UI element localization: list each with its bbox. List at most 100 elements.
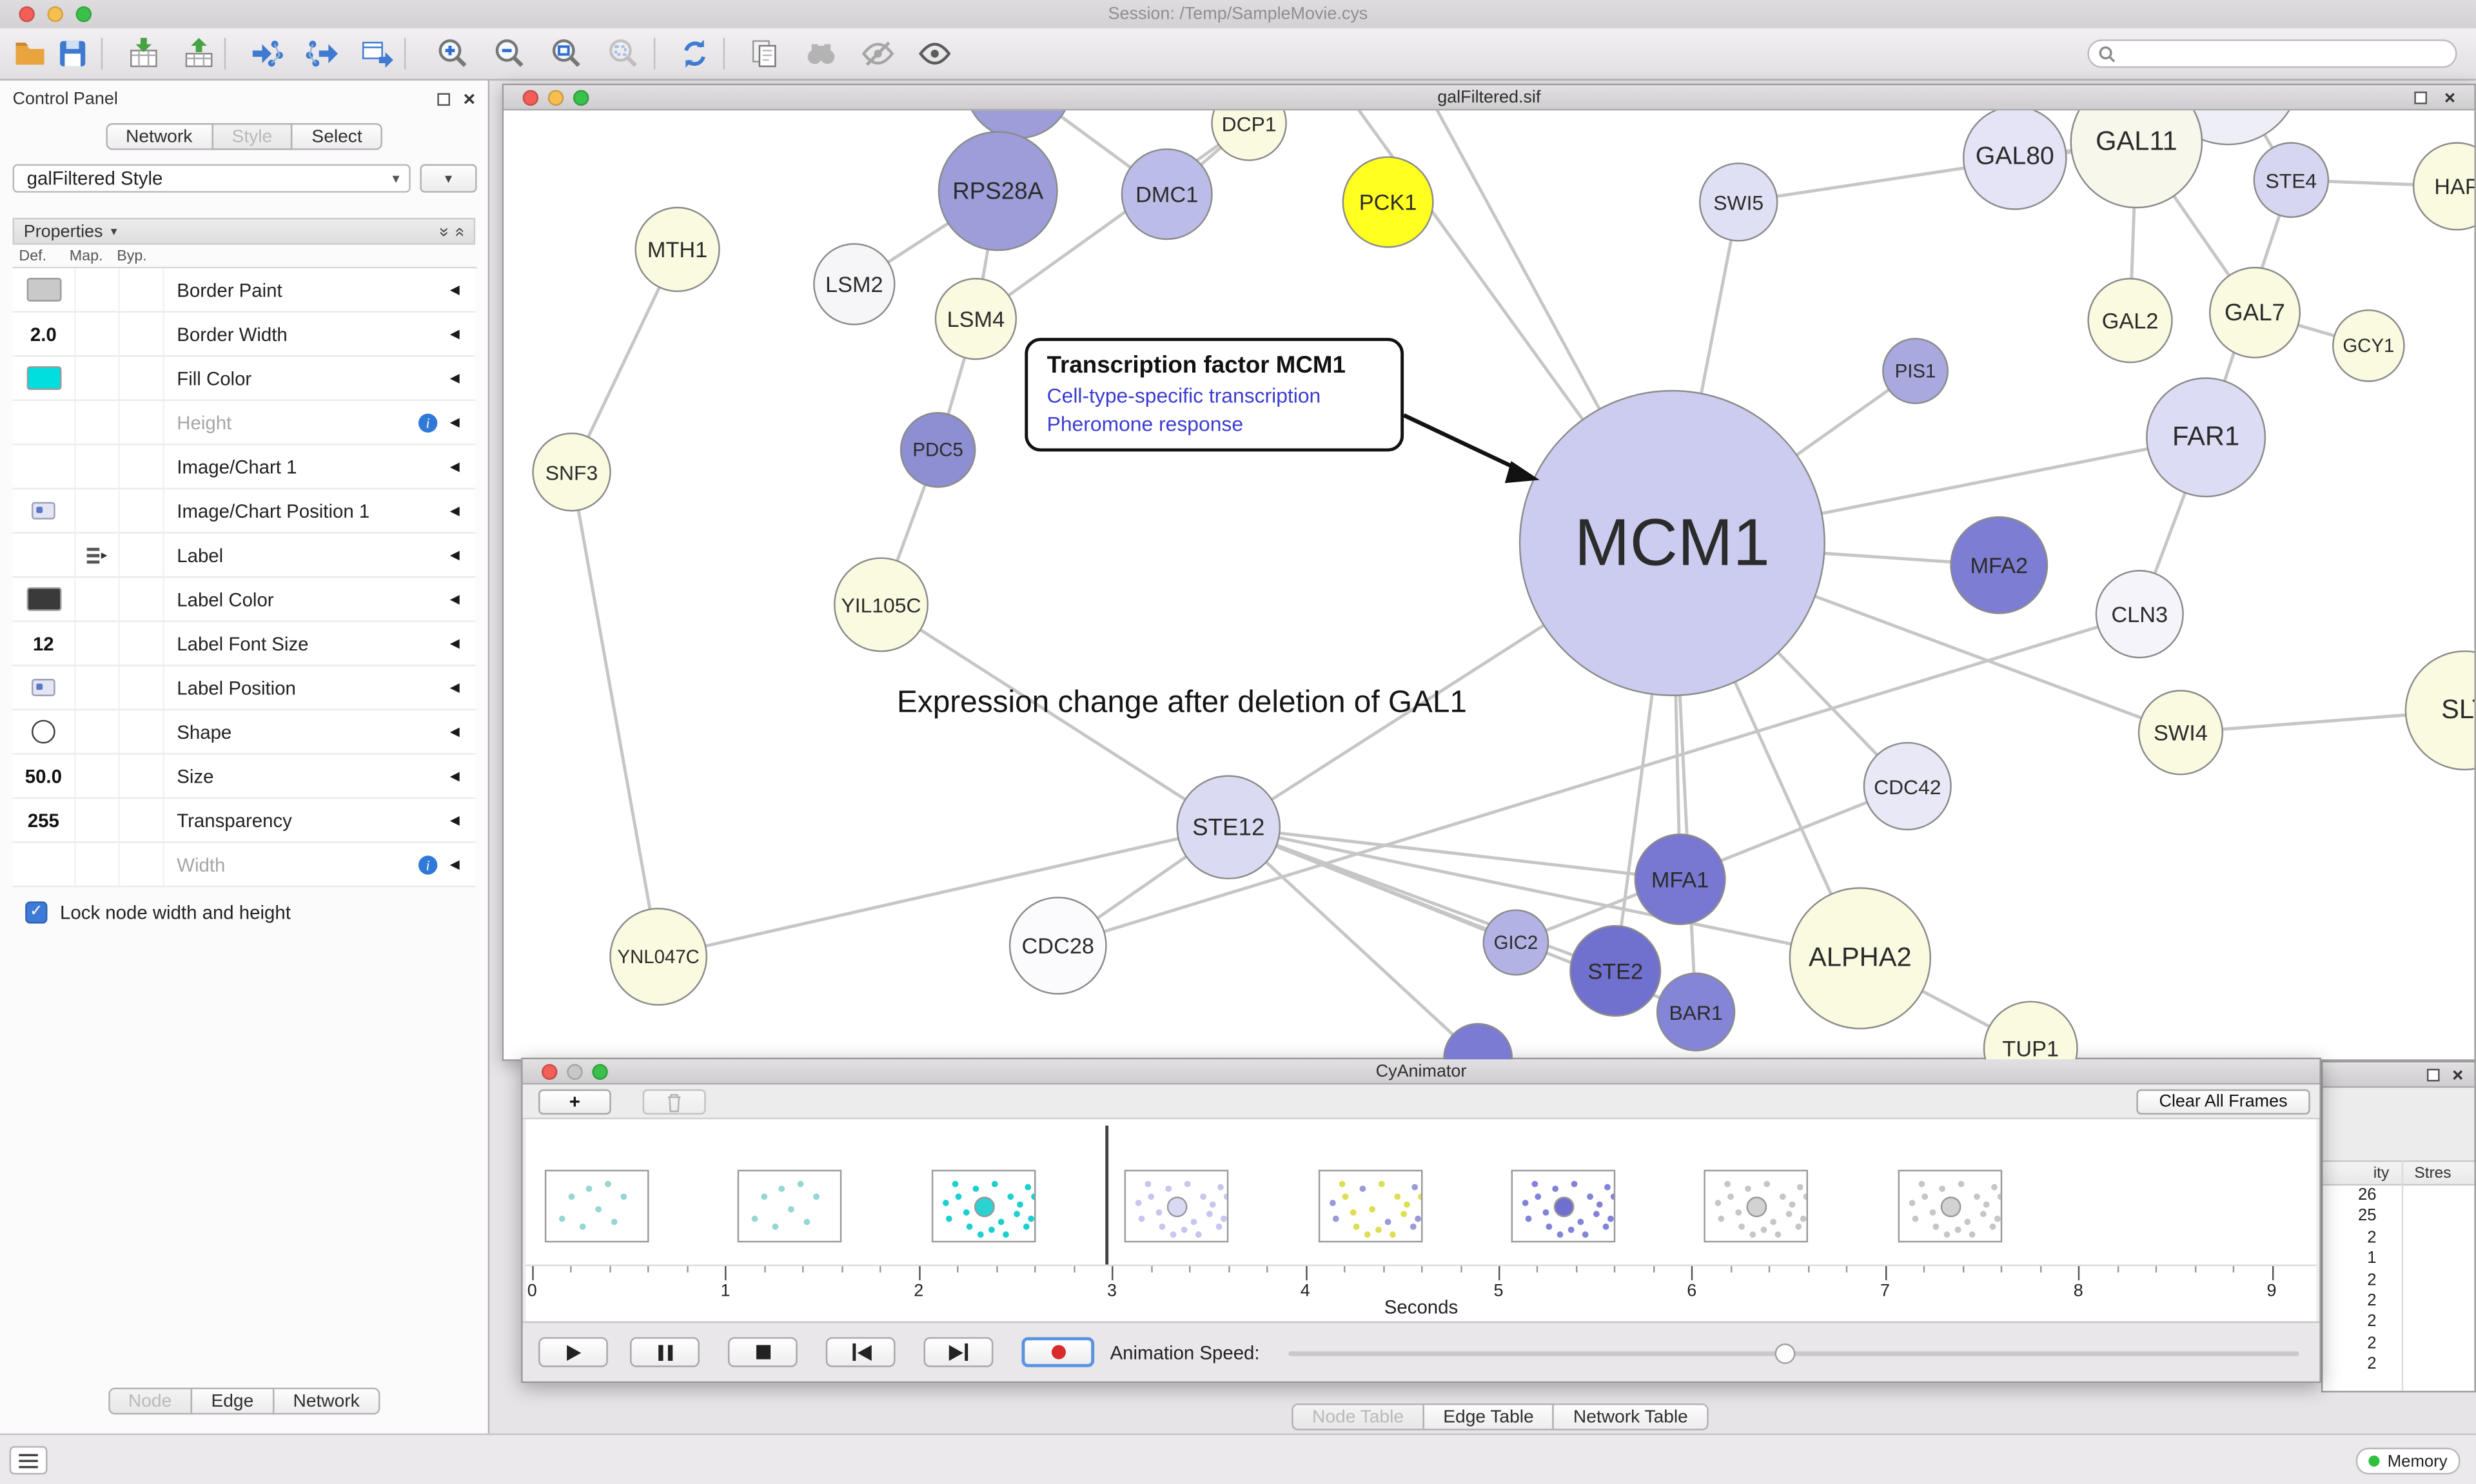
network-canvas[interactable]: Expression change after deletion of GAL1… xyxy=(504,110,2475,1060)
refresh-view-icon[interactable] xyxy=(678,36,712,71)
table-column-header[interactable]: ity xyxy=(2373,1165,2390,1183)
close-traffic-light[interactable] xyxy=(541,1064,558,1080)
property-row-label[interactable]: ▸Label◀ xyxy=(12,533,476,578)
search-input[interactable] xyxy=(2116,44,2456,63)
canvas-caption-text[interactable]: Expression change after deletion of GAL1 xyxy=(896,685,1467,720)
expand-arrow-icon[interactable]: ◀ xyxy=(449,680,460,695)
frame-thumbnail[interactable] xyxy=(1125,1169,1229,1243)
import-network-icon[interactable] xyxy=(250,36,284,71)
zoom-fit-icon[interactable] xyxy=(549,36,584,71)
panel-tab-network[interactable]: Network xyxy=(272,1387,380,1415)
open-session-icon[interactable] xyxy=(13,36,48,71)
network-node-snf3[interactable]: SNF3 xyxy=(532,432,611,512)
network-node-dmc1[interactable]: DMC1 xyxy=(1121,148,1213,240)
network-node-bar1[interactable]: BAR1 xyxy=(1656,972,1736,1051)
network-node-ynl047c[interactable]: YNL047C xyxy=(609,908,708,1006)
network-node-lsm4[interactable]: LSM4 xyxy=(934,278,1017,360)
expand-arrow-icon[interactable]: ◀ xyxy=(449,857,460,872)
property-row-image-chart-position-1[interactable]: Image/Chart Position 1◀ xyxy=(12,489,476,534)
network-node-ste12[interactable]: STE12 xyxy=(1176,775,1281,880)
close-traffic-light[interactable] xyxy=(19,6,35,23)
expand-arrow-icon[interactable]: ◀ xyxy=(449,326,460,341)
cyanimator-titlebar[interactable]: CyAnimator xyxy=(522,1059,2320,1085)
annotation-link[interactable]: Cell-type-specific transcription xyxy=(1046,384,1321,407)
delete-frame-button[interactable] xyxy=(642,1089,706,1115)
network-node-rps28a[interactable]: RPS28A xyxy=(938,131,1058,251)
property-row-shape[interactable]: Shape◀ xyxy=(12,710,476,755)
slider-thumb[interactable] xyxy=(1774,1342,1795,1363)
network-node-lsm2[interactable]: LSM2 xyxy=(813,243,896,326)
property-row-label-color[interactable]: Label Color◀ xyxy=(12,578,476,622)
float-window-icon[interactable] xyxy=(2414,92,2427,104)
clear-all-frames-button[interactable]: Clear All Frames xyxy=(2136,1089,2310,1115)
network-node-gal2[interactable]: GAL2 xyxy=(2087,278,2173,364)
expand-arrow-icon[interactable]: ◀ xyxy=(449,282,460,297)
zoom-traffic-light[interactable] xyxy=(592,1064,608,1080)
save-session-icon[interactable] xyxy=(55,36,90,71)
annotation-box[interactable]: Transcription factor MCM1 Cell-type-spec… xyxy=(1025,338,1404,452)
import-table-icon[interactable] xyxy=(126,36,161,71)
frame-thumbnail[interactable] xyxy=(1511,1169,1616,1243)
network-node-gic2[interactable]: GIC2 xyxy=(1482,909,1549,976)
network-node-pdc5[interactable]: PDC5 xyxy=(899,412,976,488)
network-edge-cdc28-cln3[interactable] xyxy=(1057,612,2140,948)
network-node-gcy1[interactable]: GCY1 xyxy=(2332,309,2405,382)
network-node-far1[interactable]: FAR1 xyxy=(2146,377,2266,498)
frame-thumbnail[interactable] xyxy=(544,1169,649,1243)
network-edge-ste12-alpha2[interactable] xyxy=(1228,825,1861,960)
network-node-swi4[interactable]: SWI4 xyxy=(2137,690,2224,776)
expand-arrow-icon[interactable]: ◀ xyxy=(449,636,460,650)
show-details-icon[interactable] xyxy=(918,36,952,71)
network-edge-yil105c-ste12[interactable] xyxy=(880,603,1230,829)
binoculars-icon[interactable] xyxy=(803,36,838,71)
expand-arrow-icon[interactable]: ◀ xyxy=(449,725,460,739)
timeline-playhead[interactable] xyxy=(1105,1126,1108,1265)
play-button[interactable] xyxy=(538,1337,608,1367)
network-node-cdc42[interactable]: CDC42 xyxy=(1863,741,1952,831)
frame-thumbnail[interactable] xyxy=(1898,1169,2002,1243)
minimize-traffic-light[interactable] xyxy=(567,1064,583,1080)
table-tab-network-table[interactable]: Network Table xyxy=(1553,1403,1709,1430)
memory-button[interactable]: Memory xyxy=(2355,1447,2461,1475)
color-swatch[interactable] xyxy=(26,278,61,302)
new-network-view-icon[interactable] xyxy=(360,36,395,71)
export-network-icon[interactable] xyxy=(305,36,340,71)
network-node-gal80[interactable]: GAL80 xyxy=(1962,110,2067,210)
tab-network[interactable]: Network xyxy=(105,123,213,150)
record-button[interactable] xyxy=(1021,1337,1095,1367)
network-node-pck1[interactable]: PCK1 xyxy=(1342,156,1434,248)
global-search[interactable] xyxy=(2087,39,2457,68)
zoom-in-icon[interactable] xyxy=(436,36,471,71)
tab-select[interactable]: Select xyxy=(291,123,383,150)
minimize-traffic-light[interactable] xyxy=(47,6,63,23)
network-node-ste4[interactable]: STE4 xyxy=(2253,142,2330,218)
network-node-cln3[interactable]: CLN3 xyxy=(2095,570,2184,659)
expand-arrow-icon[interactable]: ◀ xyxy=(449,592,460,607)
network-node-mcm1[interactable]: MCM1 xyxy=(1518,389,1825,696)
skip-to-start-button[interactable] xyxy=(825,1337,896,1367)
table-tab-node-table[interactable]: Node Table xyxy=(1292,1403,1424,1430)
close-panel-icon[interactable]: × xyxy=(463,86,476,111)
properties-header[interactable]: Properties ▾ » « xyxy=(12,217,476,245)
close-traffic-light[interactable] xyxy=(522,90,539,106)
minimize-traffic-light[interactable] xyxy=(547,90,564,106)
style-selector-dropdown[interactable]: galFiltered Style ▾ xyxy=(12,164,411,193)
table-column-header[interactable]: Stres xyxy=(2414,1165,2451,1183)
network-node-gal7[interactable]: GAL7 xyxy=(2209,266,2301,358)
property-row-label-position[interactable]: Label Position◀ xyxy=(12,666,476,711)
network-edge-ynl047c-ste12[interactable] xyxy=(658,825,1229,959)
close-window-icon[interactable]: × xyxy=(2452,1064,2464,1086)
network-node-mfa2[interactable]: MFA2 xyxy=(1950,516,2049,614)
table-panel-titlebar[interactable]: × xyxy=(2323,1062,2475,1088)
expand-all-icon[interactable]: « xyxy=(449,226,469,237)
network-node-pis1[interactable]: PIS1 xyxy=(1882,338,1949,404)
add-frame-button[interactable]: + xyxy=(538,1089,611,1115)
table-tab-edge-table[interactable]: Edge Table xyxy=(1422,1403,1555,1430)
network-edge-snf3-ynl047c[interactable] xyxy=(570,471,660,957)
color-swatch[interactable] xyxy=(26,366,61,390)
pause-button[interactable] xyxy=(630,1337,700,1367)
